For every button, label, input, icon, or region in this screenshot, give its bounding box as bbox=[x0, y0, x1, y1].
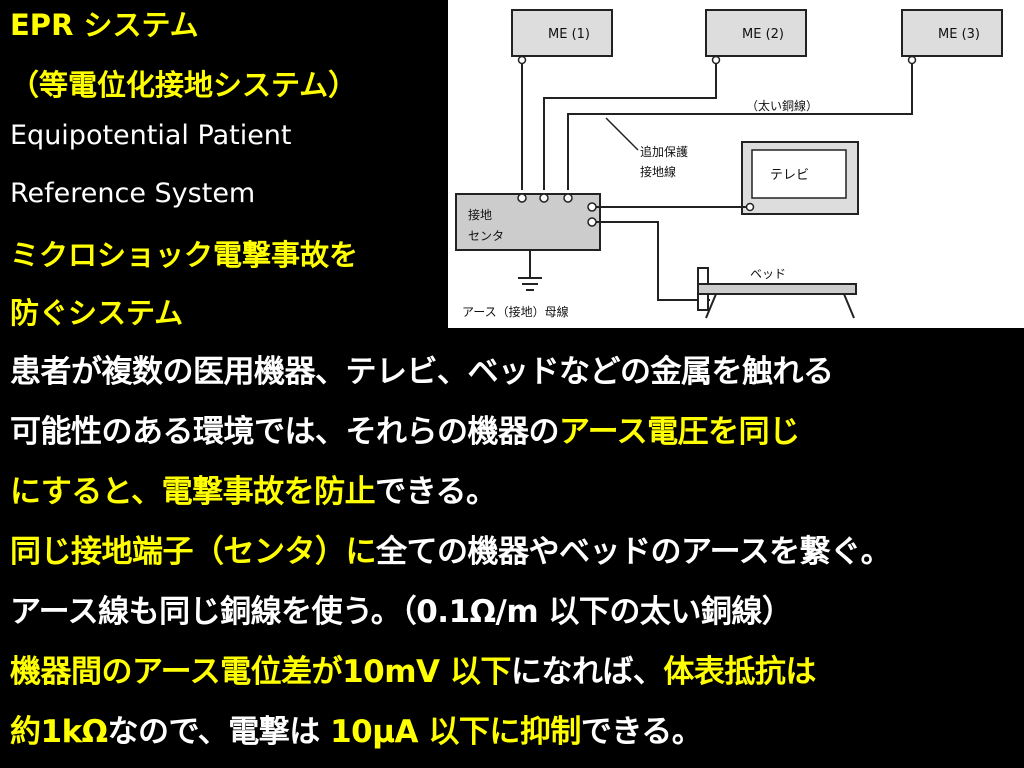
heading-line-5: ミクロショック電撃事故を bbox=[10, 238, 359, 272]
epr-diagram-svg: ME (1) ME (2) ME (3) （太い銅線） 追加保護 接地線 テレビ bbox=[455, 9, 1003, 319]
body-line-7-highlight-a: 約1kΩ bbox=[10, 714, 108, 750]
heading-line-4: Reference System bbox=[10, 178, 256, 209]
body-line-5: アース線も同じ銅線を使う。（0.1Ω/m 以下の太い銅線） bbox=[10, 586, 793, 631]
earth-ground-icon bbox=[518, 250, 542, 291]
center-label-2: センタ bbox=[468, 229, 504, 243]
body-line-6-highlight-a: 機器間のアース電位差が10mV 以下 bbox=[10, 654, 511, 690]
body-line-3: にすると、電撃事故を防止できる。 bbox=[10, 466, 497, 511]
body-line-4-highlight: 同じ接地端子（センタ）に bbox=[10, 534, 377, 570]
heading-line-3: Equipotential Patient bbox=[10, 120, 292, 151]
heading-line-1: EPR システム bbox=[10, 8, 199, 42]
body-line-6-text: になれば、 bbox=[510, 654, 664, 690]
body-line-5-text: アース線も同じ銅線を使う。（0.1Ω/m 以下の太い銅線） bbox=[10, 594, 793, 630]
bed-icon: ベッド bbox=[697, 267, 857, 319]
tv-icon: テレビ bbox=[741, 141, 859, 215]
body-line-7-highlight-b: 10μA 以下に抑制 bbox=[330, 714, 581, 750]
heading-line-2: （等電位化接地システム） bbox=[10, 68, 358, 102]
me2-box: ME (2) bbox=[705, 9, 807, 65]
body-line-2-highlight: アース電圧を同じ bbox=[559, 414, 800, 450]
bus-label: アース（接地）母線 bbox=[462, 304, 569, 319]
body-line-6-highlight-b: 体表抵抗は bbox=[663, 654, 816, 690]
body-line-3-highlight-b: 電撃事故を防止 bbox=[161, 474, 376, 510]
body-line-3-text: できる。 bbox=[375, 474, 497, 510]
extra-ground-label-2: 接地線 bbox=[640, 164, 676, 179]
body-line-7: 約1kΩなので、電撃は 10μA 以下に抑制できる。 bbox=[10, 706, 703, 751]
body-line-7-text-b: できる。 bbox=[580, 714, 703, 750]
body-line-3-highlight-a: にすると、 bbox=[10, 474, 162, 510]
heading-line-6: 防ぐシステム bbox=[10, 296, 184, 330]
body-line-7-text-a: なので、電撃は bbox=[107, 714, 331, 750]
body-line-1-text: 患者が複数の医用機器、テレビ、ベッドなどの金属を触れる bbox=[10, 354, 834, 390]
me1-box: ME (1) bbox=[511, 9, 613, 65]
me1-label: ME (1) bbox=[548, 27, 590, 42]
center-label-1: 接地 bbox=[468, 207, 492, 222]
body-line-2-text: 可能性のある環境では、それらの機器の bbox=[10, 414, 560, 450]
me3-box: ME (3) bbox=[901, 9, 1003, 65]
body-line-6: 機器間のアース電位差が10mV 以下になれば、体表抵抗は bbox=[10, 646, 816, 691]
bed-label: ベッド bbox=[750, 267, 786, 281]
extra-ground-label-1: 追加保護 bbox=[640, 144, 688, 159]
ground-center-box: 接地 センタ bbox=[455, 193, 601, 251]
body-line-2: 可能性のある環境では、それらの機器のアース電圧を同じ bbox=[10, 406, 800, 451]
body-line-1: 患者が複数の医用機器、テレビ、ベッドなどの金属を触れる bbox=[10, 346, 834, 391]
body-line-4-text: 全ての機器やベッドのアースを繋ぐ。 bbox=[376, 534, 892, 570]
me2-label: ME (2) bbox=[742, 27, 784, 42]
me3-label: ME (3) bbox=[938, 27, 980, 42]
tv-label: テレビ bbox=[770, 168, 809, 183]
body-line-4: 同じ接地端子（センタ）に全ての機器やベッドのアースを繋ぐ。 bbox=[10, 526, 892, 571]
epr-diagram: ME (1) ME (2) ME (3) （太い銅線） 追加保護 接地線 テレビ bbox=[448, 0, 1024, 328]
thick-wire-label: （太い銅線） bbox=[746, 98, 818, 113]
